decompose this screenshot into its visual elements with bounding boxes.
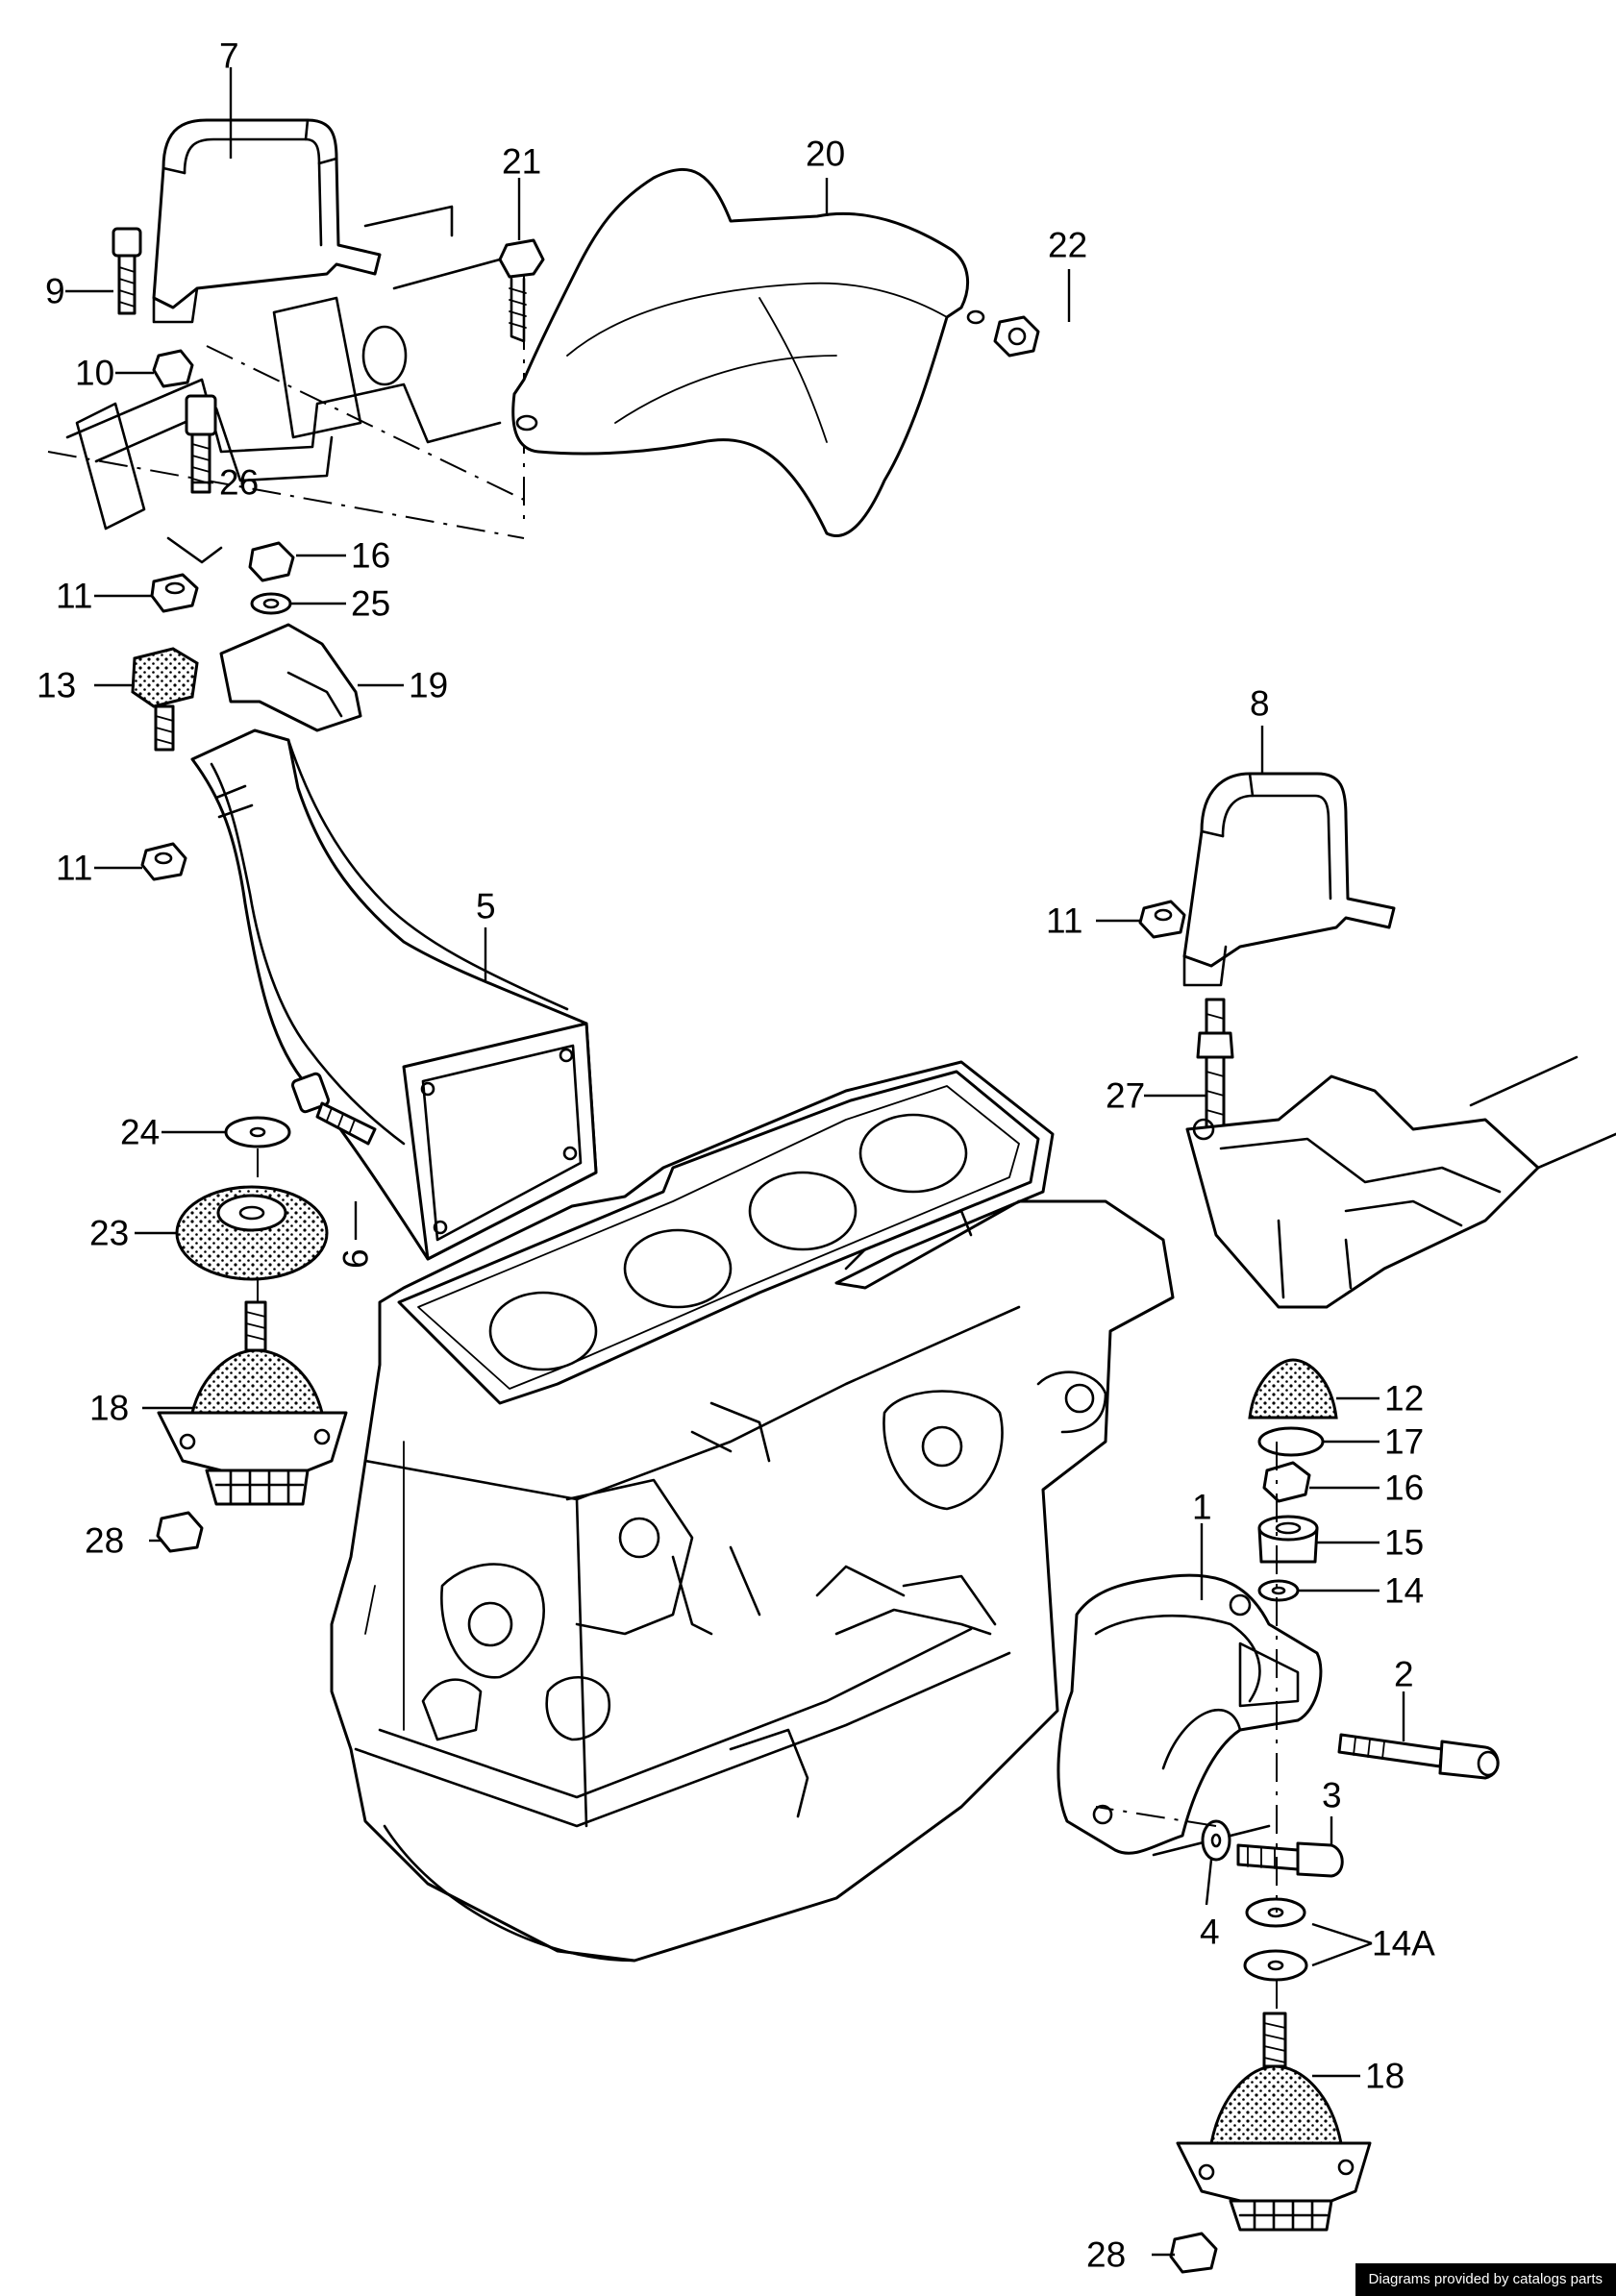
callout-4: 4 xyxy=(1200,1913,1220,1952)
callout-3: 3 xyxy=(1322,1776,1342,1815)
nut-10 xyxy=(152,349,194,388)
stud-27 xyxy=(1196,998,1234,1136)
callout-24: 24 xyxy=(120,1113,160,1152)
frame-rail-right xyxy=(1185,1055,1616,1309)
nut-16-right xyxy=(1262,1461,1311,1503)
heat-shield-20 xyxy=(511,168,985,537)
mount-bracket-1 xyxy=(1057,1573,1323,1857)
callout-2: 2 xyxy=(1394,1655,1414,1694)
nut-11-right xyxy=(1138,900,1186,939)
bolt-26 xyxy=(185,394,217,494)
washer-24 xyxy=(224,1116,291,1148)
callout-1: 1 xyxy=(1192,1488,1212,1527)
callout-21: 21 xyxy=(502,142,541,182)
callout-13: 13 xyxy=(37,666,76,705)
callout-7: 7 xyxy=(219,37,239,76)
nut-11-mid xyxy=(140,842,187,881)
assembly-centerlines xyxy=(257,1148,1278,2013)
bolt-9 xyxy=(112,227,142,315)
bracket-8 xyxy=(1182,772,1396,987)
nut-11-top xyxy=(150,573,199,613)
washer-14 xyxy=(1257,1579,1300,1602)
callout-22: 22 xyxy=(1048,226,1087,265)
callout-11: 11 xyxy=(56,577,92,616)
washer-4 xyxy=(1201,1819,1231,1862)
support-arm-5 xyxy=(190,728,598,1261)
callout-6: 6 xyxy=(336,1248,376,1269)
sleeve-15 xyxy=(1257,1515,1319,1564)
engine-block xyxy=(330,1060,1175,1963)
bolt-6 xyxy=(290,1072,377,1146)
cap-12 xyxy=(1248,1358,1338,1420)
callout-10: 10 xyxy=(75,354,114,393)
callout-14: 14 xyxy=(1384,1571,1424,1611)
nut-16-top xyxy=(248,541,295,582)
callout-14a: 14A xyxy=(1372,1924,1435,1963)
leader-lines xyxy=(65,67,1405,2257)
bolt-21 xyxy=(498,238,545,343)
callout-labels: 7 9 10 26 11 16 25 13 19 21 20 22 11 5 2… xyxy=(37,37,1435,2275)
callout-28: 28 xyxy=(1086,2235,1126,2275)
callout-11: 11 xyxy=(56,849,92,888)
bracket-19 xyxy=(219,623,362,732)
callout-18: 18 xyxy=(1365,2057,1405,2096)
callout-20: 20 xyxy=(806,135,845,174)
callout-18: 18 xyxy=(89,1389,129,1428)
engine-mount-18-right xyxy=(1176,2012,1372,2232)
callout-27: 27 xyxy=(1106,1076,1145,1116)
callout-19: 19 xyxy=(409,666,448,705)
ring-17 xyxy=(1257,1426,1325,1457)
callout-23: 23 xyxy=(89,1214,129,1253)
callout-16: 16 xyxy=(1384,1469,1424,1508)
callout-15: 15 xyxy=(1384,1523,1424,1563)
bolt-2 xyxy=(1337,1733,1500,1780)
nut-28-right xyxy=(1169,2232,1218,2274)
buffer-13 xyxy=(131,647,199,752)
nut-28-left xyxy=(156,1511,204,1553)
callout-11: 11 xyxy=(1046,901,1082,941)
callout-9: 9 xyxy=(45,272,65,311)
callout-12: 12 xyxy=(1384,1379,1424,1419)
callout-5: 5 xyxy=(476,887,496,926)
callout-8: 8 xyxy=(1250,684,1270,724)
buffer-disc-23 xyxy=(175,1185,329,1281)
washer-25 xyxy=(250,592,292,615)
engine-mount-18-left xyxy=(157,1300,348,1506)
callout-28: 28 xyxy=(85,1521,124,1561)
callout-16: 16 xyxy=(351,536,390,576)
bolt-3 xyxy=(1236,1841,1344,1878)
callout-25: 25 xyxy=(351,584,390,624)
callout-17: 17 xyxy=(1384,1422,1424,1462)
bracket-7 xyxy=(152,118,382,324)
credit-banner: Diagrams provided by catalogs parts xyxy=(1355,2263,1616,2296)
nut-22 xyxy=(993,315,1040,358)
callout-26: 26 xyxy=(219,463,259,503)
